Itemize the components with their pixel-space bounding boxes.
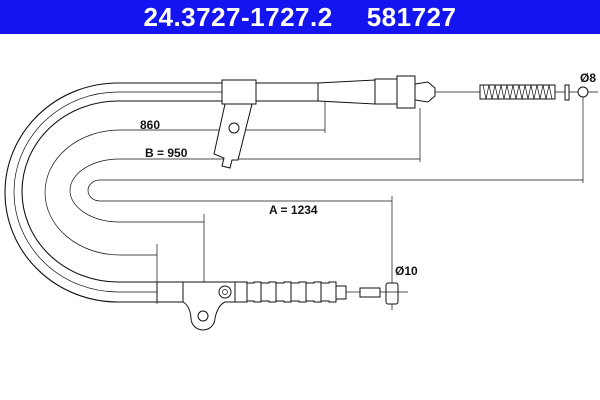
dimension-lines <box>44 95 584 320</box>
cable-sheath <box>4 82 222 303</box>
header-bar: 24.3727-1727.2 581727 <box>0 0 600 34</box>
dimension-b-label: B = 950 <box>145 146 188 160</box>
diameter-10-label: Ø10 <box>395 264 418 278</box>
dimension-860-label: 860 <box>140 118 160 132</box>
bottom-end-fitting <box>156 281 408 331</box>
dimension-a-label: A = 1234 <box>269 203 318 217</box>
reference-number: 581727 <box>366 1 457 32</box>
article-number: 24.3727-1727.2 <box>143 1 333 32</box>
top-end-fitting <box>213 75 598 169</box>
diameter-8-label: Ø8 <box>580 71 596 85</box>
